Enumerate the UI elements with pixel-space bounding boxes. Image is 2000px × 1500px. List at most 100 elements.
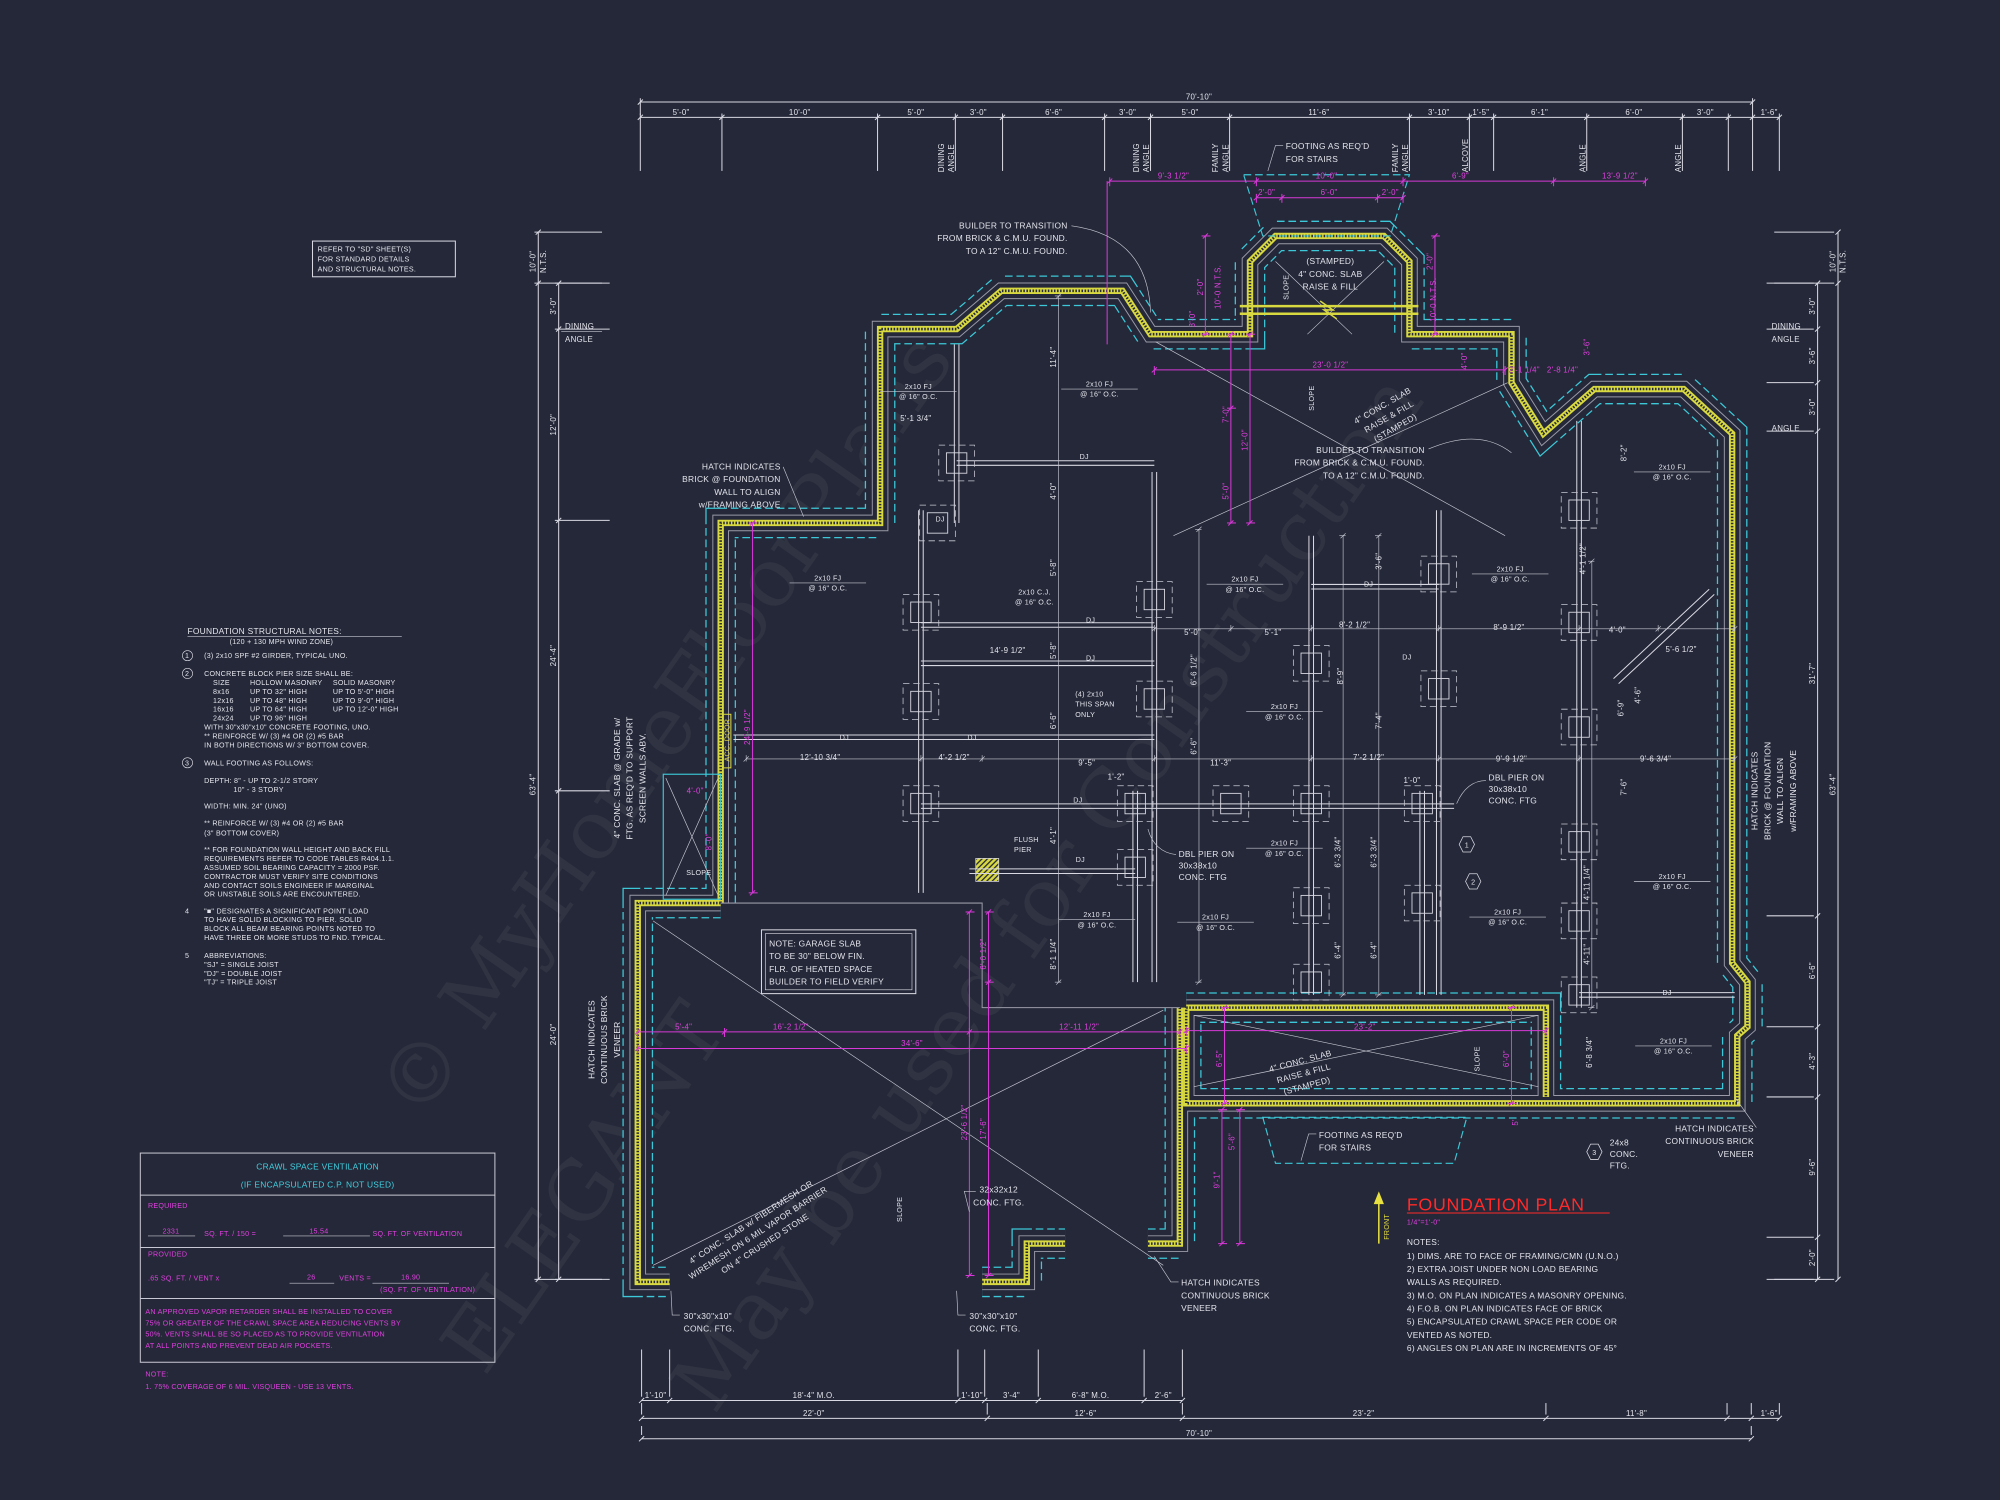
pier-table-cell: UP TO 64" HIGH <box>250 706 307 714</box>
girder <box>920 660 1155 667</box>
floor-joist-label: 2x10 FJ <box>1086 380 1113 388</box>
floor-joist-label: 2x10 FJ <box>1083 911 1110 919</box>
girder <box>1132 790 1139 983</box>
hatch-veneer-note: VENEER <box>1718 1149 1754 1159</box>
interior-dimension: 4'-1 1/2" <box>1578 543 1587 574</box>
interior-dimension: 7'-4" <box>1374 712 1383 729</box>
magenta-dimension: 12'-0" <box>1240 429 1249 451</box>
footing-24-note: FTG. <box>1610 1160 1630 1170</box>
label: OR UNSTABLE SOILS ARE ENCOUNTERED. <box>204 891 361 899</box>
label: 10'-0" <box>1828 251 1837 273</box>
left-dimension: 12'-0" <box>549 414 558 436</box>
magenta-dimension: 2'-0" <box>1258 188 1275 197</box>
interior-dimension: 4'-11 1/4" <box>1582 865 1591 900</box>
dimension-lines <box>534 98 1841 1442</box>
double-joist-label: DJ <box>1086 616 1095 624</box>
bottom-dimension: 18'-4" M.O. <box>793 1391 835 1400</box>
magenta-dimension: 5'-4" <box>675 1022 692 1031</box>
magenta-dimension: 3'-6" <box>1582 338 1591 355</box>
overall-dimension: 70'-10" <box>1186 1429 1212 1438</box>
bottom-dimension: 6'-8" M.O. <box>1072 1391 1110 1400</box>
interior-dimension: 9'-9 1/2" <box>1496 754 1527 763</box>
magenta-dimension: 24'-9 1/2" <box>743 709 752 745</box>
pier <box>1560 604 1598 641</box>
double-joist-label: DJ <box>935 516 944 524</box>
double-joist-label: DJ <box>1402 653 1411 661</box>
magenta-dimension: 6'-0" <box>1321 188 1338 197</box>
label: "■" DESIGNATES A SIGNIFICANT POINT LOAD <box>204 907 369 915</box>
note-marker-4: 4 <box>185 907 189 915</box>
double-pier-note: DBL PIER ON <box>1489 773 1545 783</box>
magenta-dimension: 6'-5" <box>1215 1050 1224 1067</box>
floor-joist-spacing: @ 16" O.C. <box>1078 921 1117 929</box>
label: ** REINFORCE W/ (3) #4 OR (2) #5 BAR <box>204 733 344 741</box>
double-joist-label: DJ <box>840 734 849 742</box>
hatch-align-note: WALL TO ALIGN <box>1775 758 1785 824</box>
label: REQUIRED <box>148 1202 188 1210</box>
girder <box>1579 992 1735 998</box>
interior-dimension: 9'-5" <box>1078 758 1095 767</box>
vapor-retarder-note: 75% OR GREATER OF THE CRAWL SPACE AREA R… <box>145 1319 401 1327</box>
detail-marker-icon <box>1458 836 1475 853</box>
note-marker-2: 2 <box>185 670 189 678</box>
footing-32-note: CONC. FTG. <box>973 1197 1024 1207</box>
interior-dimension: 4'-0" <box>1609 626 1626 635</box>
magenta-dimension: 6'-0 1/2" <box>979 938 988 969</box>
label: WALL FOOTING AS FOLLOWS: <box>204 759 313 767</box>
magenta-dimension: 23'-6 1/2" <box>960 1105 969 1141</box>
magenta-dimension: 10'-0 N.T.S. <box>1429 278 1438 322</box>
bottom-dimension: 23'-2" <box>1353 1409 1375 1418</box>
floor-joist-spacing: @ 16" O.C. <box>1196 924 1235 932</box>
bottom-dimension: 11'-8" <box>1626 1409 1647 1418</box>
builder-transition-note: FROM BRICK & C.M.U. FOUND. <box>1294 458 1424 468</box>
general-note: 3) M.O. ON PLAN INDICATES A MASONRY OPEN… <box>1407 1290 1627 1300</box>
label: ANGLE <box>1772 335 1800 344</box>
label: SQ. FT. / 150 = <box>204 1230 256 1238</box>
vent-count: 26 <box>307 1273 315 1281</box>
interior-dimension: 6'-3 3/4" <box>1369 836 1378 867</box>
magenta-dimension: 2'-0" <box>1382 188 1399 197</box>
interior-dimension: 8'-9" <box>1336 668 1345 685</box>
pier-table-cell: UP TO 5'-0" HIGH <box>333 688 394 696</box>
stair-footing-note: FOR STAIRS <box>1286 154 1339 164</box>
north-front-arrow-icon <box>1373 1191 1384 1244</box>
provided-ventilation: 16.90 <box>401 1273 420 1281</box>
vapor-retarder-note: AT ALL POINTS AND PREVENT DEAD AIR POCKE… <box>145 1342 332 1350</box>
label: PROVIDED <box>148 1250 187 1258</box>
left-dimension: 24'-4" <box>549 645 558 667</box>
pier-table-cell: UP TO 32" HIGH <box>250 688 307 696</box>
refer-note: AND STRUCTURAL NOTES. <box>318 266 417 274</box>
angle-tag: FAMILY <box>1391 143 1400 172</box>
footing-30-note: CONC. FTG. <box>684 1324 735 1334</box>
magenta-dimension: 5'-6" <box>1228 1133 1237 1150</box>
slope-label: SLOPE <box>896 1197 904 1222</box>
floor-joist-spacing: @ 16" O.C. <box>808 585 847 593</box>
pier <box>919 504 956 542</box>
bottom-dimension: 22'-0" <box>803 1409 825 1418</box>
interior-dimension: 6'-6" <box>1049 712 1058 729</box>
floor-joist-label: 2x10 FJ <box>1231 576 1258 584</box>
interior-dimension: 8'-9 1/2" <box>1493 623 1524 632</box>
bottom-dimension: 1'-10" <box>961 1391 983 1400</box>
floor-joist-label: 2x10 FJ <box>1659 873 1686 881</box>
floor-joist-spacing: @ 16" O.C. <box>1080 391 1119 399</box>
note-marker-3: 3 <box>185 759 189 767</box>
bottom-dimension: 1'-6" <box>1761 1409 1778 1418</box>
footing-30-note: CONC. FTG. <box>969 1324 1020 1334</box>
magenta-dimension: 12'-11 1/2" <box>1059 1022 1099 1031</box>
interior-dimension: 6'-6 1/2" <box>1189 654 1198 685</box>
label: ANGLE <box>1772 424 1800 433</box>
double-joist-label: DJ <box>1073 796 1082 804</box>
bay-slab-note: (STAMPED) <box>1306 256 1354 266</box>
pier <box>1136 680 1173 718</box>
pier-table-cell: 16x16 <box>213 706 234 714</box>
hatch-veneer-note: CONTINUOUS BRICK <box>1181 1290 1270 1300</box>
right-dimension: 6'-6" <box>1808 962 1817 979</box>
hatch-align-note: BRICK @ FOUNDATION <box>1762 742 1772 840</box>
screen-slab-note: SCREEN WALLS ABV. <box>637 733 647 823</box>
interior-dimension: 4'-1" <box>1049 827 1058 844</box>
floor-joist-label: 2x10 FJ <box>1660 1037 1687 1045</box>
right-dimension: 31'-7" <box>1808 663 1817 685</box>
magenta-dimension: 4'-0" <box>1460 352 1469 369</box>
pier-table-cell: UP TO 96" HIGH <box>250 715 307 723</box>
